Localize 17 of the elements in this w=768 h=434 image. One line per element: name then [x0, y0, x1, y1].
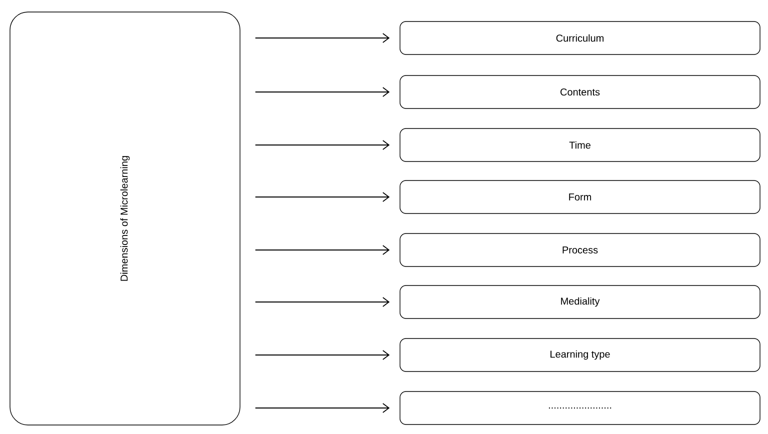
item-box: Learning type — [400, 338, 760, 372]
arrow — [254, 350, 390, 360]
item-box: Process — [400, 233, 760, 267]
arrow — [254, 192, 390, 202]
item-box: Mediality — [400, 285, 760, 319]
arrow — [254, 297, 390, 307]
item-box: ....................... — [400, 391, 760, 425]
arrow — [254, 245, 390, 255]
arrow — [254, 140, 390, 150]
item-box: Time — [400, 128, 760, 162]
item-box: Curriculum — [400, 21, 760, 55]
arrow — [254, 403, 390, 413]
arrow — [254, 87, 390, 97]
item-box: Contents — [400, 75, 760, 109]
item-box: Form — [400, 180, 760, 214]
dimension-box: Dimensions of Microlearning — [10, 12, 240, 426]
arrow — [254, 33, 390, 43]
